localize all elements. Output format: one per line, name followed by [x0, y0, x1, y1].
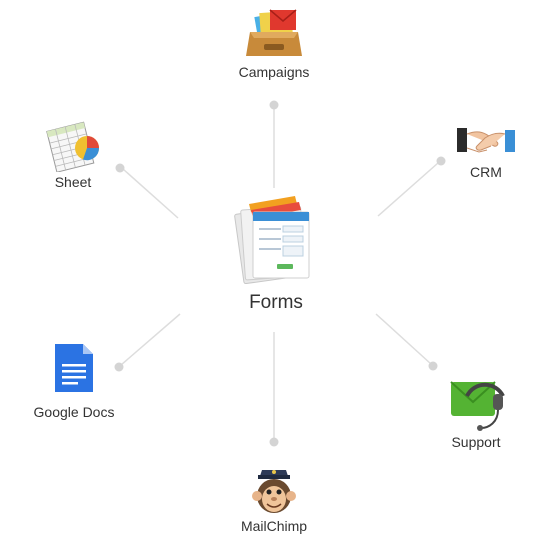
- handshake-icon: [457, 128, 515, 153]
- center-node-forms: Forms: [226, 192, 326, 314]
- node-googledocs: Google Docs: [22, 342, 126, 420]
- node-label-support: Support: [451, 434, 501, 450]
- inbox-tray-envelope-icon: [246, 9, 302, 56]
- connector-sheet: [122, 168, 179, 219]
- node-label-googledocs: Google Docs: [33, 404, 115, 420]
- connector-dot-sheet: [115, 163, 125, 173]
- connector-dot-support: [428, 361, 438, 371]
- node-label-campaigns: Campaigns: [238, 64, 310, 80]
- mailchimp-monkey-icon: [252, 470, 296, 513]
- node-sheet: Sheet: [38, 118, 108, 190]
- node-support: Support: [436, 372, 516, 450]
- connector-dot-campaigns: [269, 100, 279, 110]
- node-campaigns: Campaigns: [224, 6, 324, 80]
- node-label-mailchimp: MailChimp: [240, 518, 308, 534]
- node-label-sheet: Sheet: [54, 174, 92, 190]
- spreadsheet-pie-chart-icon: [46, 121, 100, 172]
- connector-crm: [377, 162, 439, 217]
- google-docs-icon: [55, 344, 93, 392]
- connector-dot-crm: [436, 156, 446, 166]
- connector-support: [375, 313, 432, 365]
- connector-dot-googledocs: [114, 362, 124, 372]
- node-mailchimp: MailChimp: [229, 466, 319, 534]
- connector-googledocs: [120, 313, 181, 366]
- forms-stack-icon: [234, 196, 310, 284]
- headset-envelope-icon: [450, 381, 505, 431]
- node-crm: CRM: [446, 120, 526, 180]
- node-label-crm: CRM: [470, 164, 502, 180]
- connector-dot-mailchimp: [269, 437, 279, 447]
- center-label: Forms: [249, 292, 303, 313]
